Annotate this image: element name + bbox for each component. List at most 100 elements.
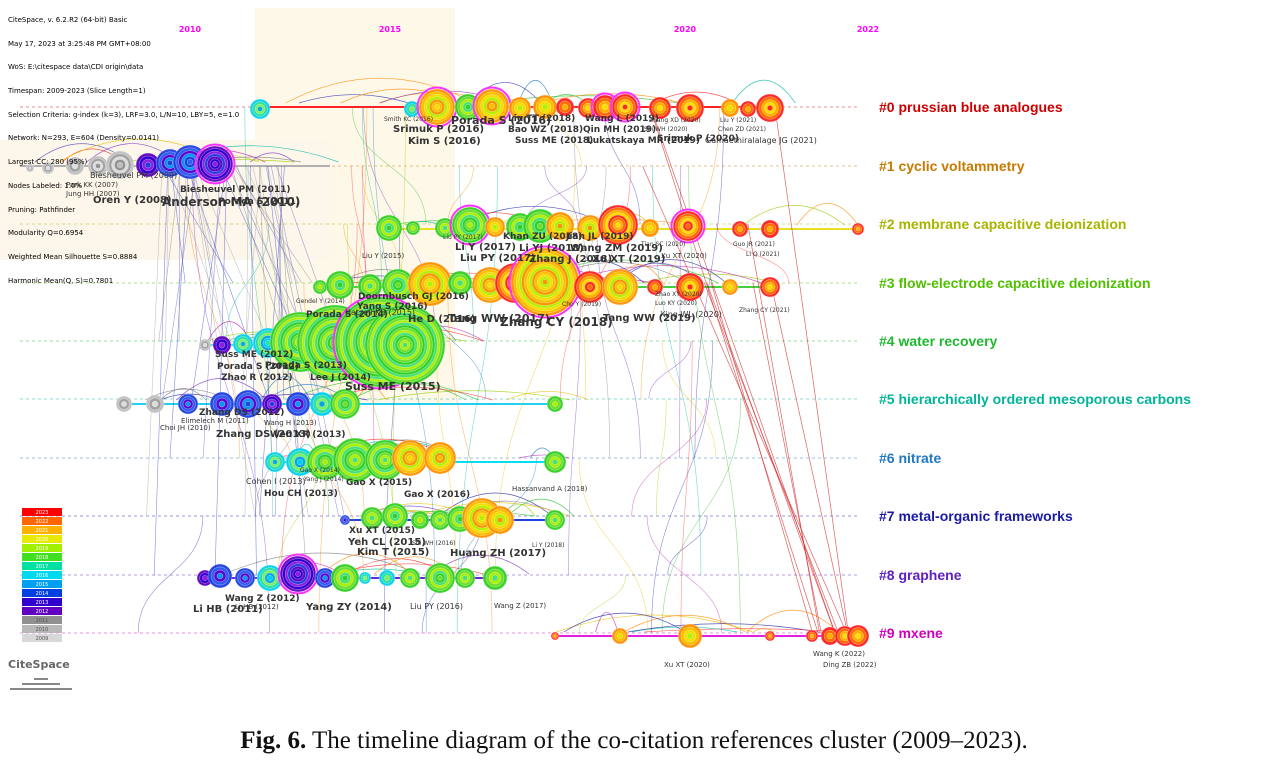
node-ring <box>437 455 443 461</box>
node-ring <box>809 633 815 639</box>
legend-year: 2014 <box>36 591 49 597</box>
node-ring <box>384 575 390 581</box>
legend-swatch <box>22 562 62 570</box>
node-ring <box>392 513 398 519</box>
reference-node <box>454 567 476 589</box>
figure-caption: Fig. 6. The timeline diagram of the co-c… <box>0 727 1268 755</box>
reference-node <box>41 161 55 175</box>
reference-node <box>484 216 506 238</box>
reference-node <box>424 562 456 594</box>
node-ring <box>245 401 251 407</box>
node-ring <box>216 572 224 580</box>
node-ring <box>727 284 733 290</box>
node-ring <box>617 284 623 290</box>
citation-arc <box>261 375 311 401</box>
node-ring <box>121 401 127 407</box>
legend-swatch <box>22 580 62 588</box>
reference-label: Xu XT (2015) <box>349 526 415 536</box>
legend-year: 2011 <box>36 618 49 624</box>
reference-label: Yeh CL (2015) <box>347 537 426 548</box>
reference-node <box>648 96 672 120</box>
cluster-link <box>192 165 235 342</box>
node-ring <box>395 282 401 288</box>
node-ring <box>218 341 226 349</box>
node-ring <box>491 574 499 582</box>
citation-arc <box>517 80 553 104</box>
reference-node <box>358 571 372 585</box>
cluster-label: #2 membrane capacitive deionization <box>879 216 1126 232</box>
reference-node <box>760 219 780 239</box>
reference-node <box>325 270 355 300</box>
cluster-link <box>170 165 186 284</box>
reference-label: Li Y (2018) <box>532 542 564 549</box>
reference-node <box>339 514 351 526</box>
reference-label: Cho Y (2019) <box>562 301 601 308</box>
reference-label: Li YJ (2018) <box>519 243 584 254</box>
reference-label: Porada S (2014) <box>306 310 388 320</box>
reference-label: Zhang DS (2012) <box>199 408 284 418</box>
reference-label: Biesheuvel PM (2011) <box>180 185 290 195</box>
cluster-link <box>770 282 848 634</box>
cluster-link <box>596 223 641 459</box>
cluster-label: #0 prussian blue analogues <box>879 99 1063 115</box>
reference-node <box>312 279 328 295</box>
node-ring <box>617 633 623 639</box>
reference-node <box>670 208 706 244</box>
reference-label: Anderson MA (2010) <box>162 195 300 209</box>
cluster-link <box>232 165 313 284</box>
reference-node <box>405 220 421 236</box>
reference-node <box>677 623 703 649</box>
node-ring <box>615 222 621 228</box>
reference-label: Biesheuvel PM (2009) <box>90 171 177 180</box>
cluster-link <box>456 165 498 634</box>
node-ring <box>465 104 471 110</box>
reference-label: Smith KC (2016) <box>384 116 433 123</box>
node-ring <box>585 105 591 111</box>
reference-label: Cohen I (2013) <box>246 477 306 486</box>
node-ring <box>151 400 159 408</box>
reference-node <box>640 218 660 238</box>
citation-arc <box>556 614 753 633</box>
node-ring <box>768 634 772 638</box>
legend-swatch <box>22 535 62 543</box>
reference-node <box>805 629 819 643</box>
node-ring <box>95 163 101 169</box>
legend-swatch <box>22 517 62 525</box>
meta-line: Largest CC: 280 (95%) <box>8 158 88 167</box>
reference-label: Wang K (2022) <box>813 650 865 658</box>
citation-arc <box>377 390 571 401</box>
reference-label: Guo JR (2021) <box>733 241 775 248</box>
node-ring <box>553 634 557 638</box>
legend-year: 2023 <box>36 510 49 516</box>
node-burst-ring <box>609 91 641 123</box>
cluster-link <box>190 165 214 284</box>
reference-node <box>233 389 263 419</box>
reference-label: Hatzell KB (2015) <box>345 308 415 317</box>
node-ring <box>826 632 834 640</box>
reference-node <box>546 395 564 413</box>
reference-label: Gendel Y (2014) <box>296 298 345 305</box>
reference-node <box>721 278 739 296</box>
reference-label: Zhao R (2012) <box>221 373 293 383</box>
node-ring <box>28 166 32 170</box>
logo-graphic <box>10 678 72 690</box>
cluster-link <box>191 165 227 400</box>
meta-line: Pruning: Pathfinder <box>8 205 76 214</box>
cluster-link <box>569 165 607 342</box>
reference-node <box>739 100 757 118</box>
node-ring <box>257 106 263 112</box>
node-ring <box>410 225 416 231</box>
node-ring <box>467 222 473 228</box>
node-ring <box>267 575 273 581</box>
node-ring <box>117 162 123 168</box>
legend-year: 2020 <box>36 537 49 543</box>
legend-swatch <box>22 508 62 516</box>
reference-label: Jian JL (2019) <box>565 232 634 242</box>
node-ring <box>687 105 693 111</box>
node-ring <box>294 400 302 408</box>
cluster-link <box>178 165 180 342</box>
reference-node <box>285 391 311 417</box>
cluster-link <box>688 165 741 634</box>
citation-arc <box>746 609 839 633</box>
reference-node <box>482 565 508 591</box>
